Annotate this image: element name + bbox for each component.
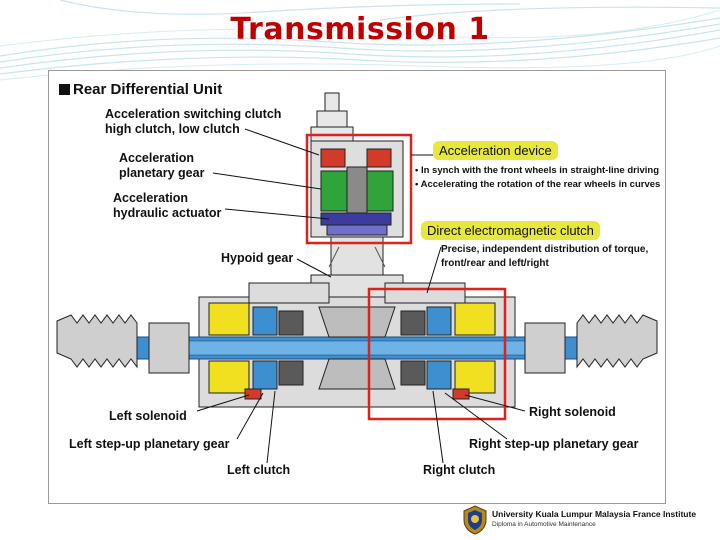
right-cv-joint bbox=[524, 314, 658, 374]
label-left-clutch: Left clutch bbox=[227, 463, 291, 477]
acceleration-device-bullet-1: • In synch with the front wheels in stra… bbox=[415, 165, 660, 176]
left-clutch-pack bbox=[208, 302, 304, 394]
label-planetary-1: Acceleration bbox=[119, 151, 195, 165]
left-cv-joint bbox=[56, 314, 190, 374]
diagram-frame: Rear Differential Unit Acceleration swit… bbox=[48, 70, 666, 504]
acceleration-device-callout: Acceleration device bbox=[433, 141, 558, 160]
input-shaft-housing bbox=[310, 92, 354, 148]
label-right-clutch: Right clutch bbox=[423, 463, 496, 477]
leader-lines bbox=[196, 128, 526, 464]
footer-program: Diploma in Automotive Maintenance bbox=[492, 521, 596, 528]
label-hypoid-gear: Hypoid gear bbox=[221, 251, 294, 265]
main-shaft bbox=[78, 336, 640, 360]
label-switching-clutch-2: high clutch, low clutch bbox=[105, 122, 240, 136]
slide-title: Transmission 1 bbox=[230, 12, 490, 47]
acceleration-device-body bbox=[310, 140, 404, 238]
label-right-solenoid: Right solenoid bbox=[529, 405, 616, 419]
solenoids bbox=[244, 388, 470, 400]
right-clutch-pack bbox=[400, 302, 496, 394]
heading-square-icon bbox=[59, 84, 70, 95]
label-switching-clutch-1: Acceleration switching clutch bbox=[105, 107, 282, 121]
direct-clutch-callout: Direct electromagnetic clutch bbox=[421, 221, 600, 240]
direct-clutch-desc-1: Precise, independent distribution of tor… bbox=[441, 244, 649, 255]
diagram-heading-text: Rear Differential Unit bbox=[73, 81, 223, 98]
label-right-stepup: Right step-up planetary gear bbox=[469, 437, 639, 451]
differential-cross-section bbox=[56, 92, 658, 464]
label-left-stepup: Left step-up planetary gear bbox=[69, 437, 230, 451]
footer-institution: University Kuala Lumpur Malaysia France … bbox=[492, 509, 697, 519]
direct-clutch-desc-2: front/rear and left/right bbox=[441, 258, 549, 269]
label-actuator-1: Acceleration bbox=[113, 191, 189, 205]
label-planetary-2: planetary gear bbox=[119, 166, 205, 180]
acceleration-device-bullet-2: • Accelerating the rotation of the rear … bbox=[415, 179, 661, 190]
institute-crest-icon bbox=[463, 505, 487, 535]
label-actuator-2: hydraulic actuator bbox=[113, 206, 222, 220]
label-left-solenoid: Left solenoid bbox=[109, 409, 187, 423]
diagram-heading: Rear Differential Unit bbox=[59, 81, 222, 98]
